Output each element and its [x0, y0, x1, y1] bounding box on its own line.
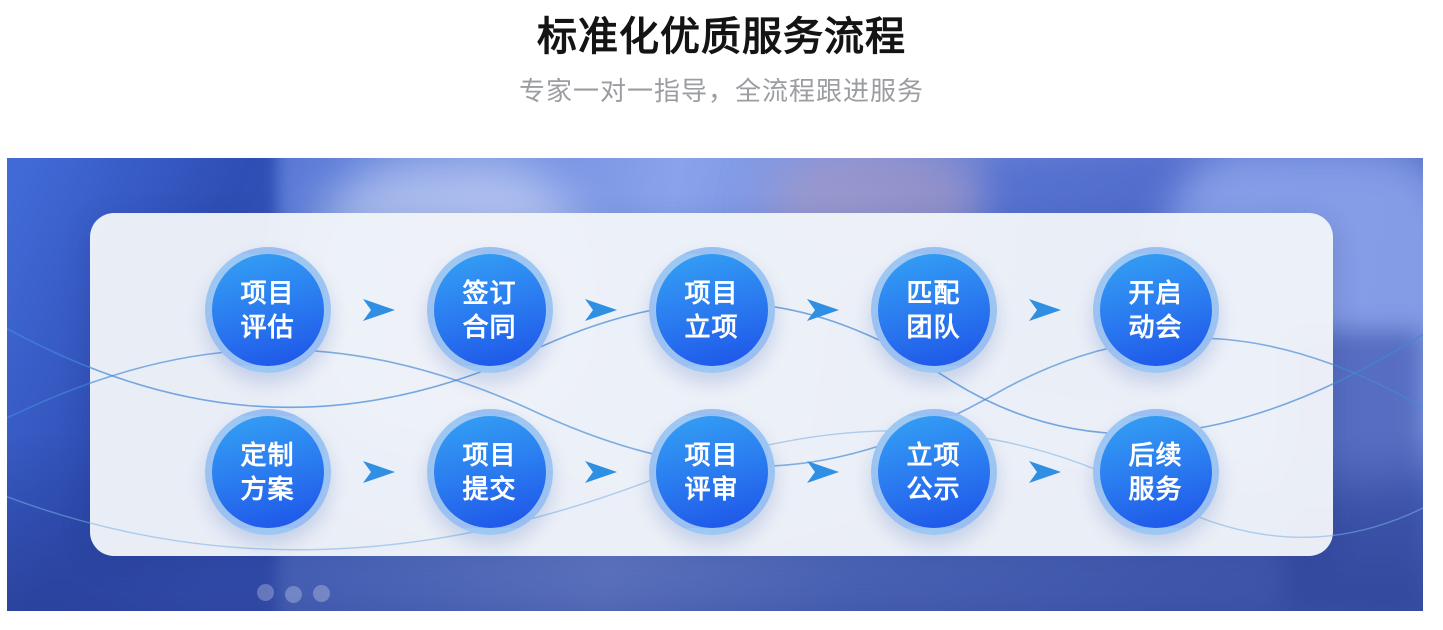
flow-step-sign-contract: 签订 合同 [426, 247, 553, 373]
photo-bokeh-dot [257, 584, 274, 601]
flow-step-label-line: 方案 [240, 474, 295, 504]
photo-bokeh-dot [285, 586, 302, 603]
arrow-right-icon [1028, 461, 1061, 483]
service-flow-banner: 项目 评估 签订 合同 项目 立项 匹配 团队 开启 动会 [7, 158, 1423, 611]
flow-step-label-line: 团队 [906, 312, 961, 342]
flow-step-label-line: 签订 [462, 278, 517, 308]
section-header: 标准化优质服务流程 专家一对一指导，全流程跟进服务 [0, 0, 1443, 106]
arrow-right-icon [806, 299, 839, 321]
page-title: 标准化优质服务流程 [537, 15, 906, 59]
flow-step-project-initiation: 项目 立项 [648, 247, 775, 373]
flow-step-label-line: 项目 [462, 440, 517, 470]
flow-step-project-submission: 项目 提交 [426, 409, 553, 535]
flow-step-label-line: 合同 [462, 312, 517, 342]
flow-step-kickoff-meeting: 开启 动会 [1092, 247, 1219, 373]
flow-step-label-line: 立项 [906, 440, 961, 470]
flow-step-custom-plan: 定制 方案 [204, 409, 331, 535]
arrow-right-icon [584, 461, 617, 483]
flow-step-label-line: 提交 [462, 474, 517, 504]
arrow-right-icon [1028, 299, 1061, 321]
arrow-right-icon [584, 299, 617, 321]
flow-step-label-line: 项目 [684, 278, 739, 308]
flow-step-label-line: 项目 [240, 278, 295, 308]
flow-step-label-line: 项目 [684, 440, 739, 470]
flow-row-2: 定制 方案 项目 提交 项目 评审 立项 公示 后续 服务 [204, 409, 1219, 535]
flow-step-label-line: 评估 [240, 312, 295, 342]
flow-steps-container: 项目 评估 签订 合同 项目 立项 匹配 团队 开启 动会 [90, 213, 1333, 556]
flow-step-label-line: 后续 [1128, 440, 1183, 470]
flow-step-initiation-publicity: 立项 公示 [870, 409, 997, 535]
arrow-right-icon [362, 461, 395, 483]
flow-step-label-line: 匹配 [906, 278, 961, 308]
arrow-right-icon [362, 299, 395, 321]
flow-step-label-line: 服务 [1128, 474, 1183, 504]
flow-step-label-line: 评审 [684, 474, 739, 504]
flow-step-label-line: 开启 [1128, 278, 1183, 308]
photo-bokeh-dot [313, 585, 330, 602]
flow-step-label-line: 动会 [1128, 312, 1183, 342]
page-subtitle: 专家一对一指导，全流程跟进服务 [518, 76, 924, 106]
flow-row-1: 项目 评估 签订 合同 项目 立项 匹配 团队 开启 动会 [204, 247, 1219, 373]
flow-step-label-line: 公示 [906, 474, 961, 504]
flow-step-label-line: 定制 [240, 440, 295, 470]
flow-step-label-line: 立项 [684, 312, 739, 342]
flow-step-match-team: 匹配 团队 [870, 247, 997, 373]
flow-step-project-review: 项目 评审 [648, 409, 775, 535]
flow-step-follow-up-service: 后续 服务 [1092, 409, 1219, 535]
arrow-right-icon [806, 461, 839, 483]
flow-step-project-evaluation: 项目 评估 [204, 247, 331, 373]
